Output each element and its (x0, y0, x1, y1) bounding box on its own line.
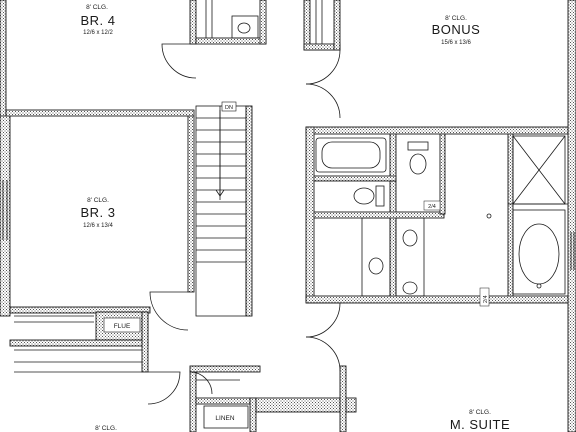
wall-linen-left (189, 369, 197, 432)
door-swing-lower-hall (189, 371, 213, 395)
flue-label: FLUE (114, 323, 131, 330)
stair-direction: DN (225, 105, 233, 111)
hall-tub (315, 137, 387, 173)
bottom-left-ceiling: 8' CLG. (95, 425, 117, 432)
br4-dims: 12/6 x 12/2 (83, 30, 113, 36)
upper-vanity (231, 15, 259, 39)
soaking-tub (512, 209, 566, 295)
wall-upper-closet-left (303, 0, 311, 51)
wall-lower-left-top (9, 339, 149, 347)
wall-msuite-top (255, 397, 357, 413)
wall-bonus-left-upper (333, 0, 341, 51)
wall-shower-left (507, 133, 514, 297)
door-swing-bonus2 (305, 83, 341, 119)
stair-run (195, 105, 247, 317)
wall-wc-right (439, 133, 446, 215)
wall-lower-hall-left (189, 365, 261, 373)
stair-arrow (215, 110, 225, 197)
wall-left-exterior-br3 (0, 115, 11, 317)
wall-br3-bottom-left (9, 306, 151, 314)
door-swing-bonus (305, 49, 341, 85)
br3-dims: 12/6 x 13/4 (83, 223, 113, 229)
wall-bath-mid-horiz (313, 211, 445, 219)
wall-br3-top (5, 109, 195, 117)
upper-sink (237, 22, 251, 34)
br4-ceiling: 8' CLG. (86, 4, 108, 11)
wall-bath-top (305, 126, 576, 135)
door-swing-lower-left (147, 371, 181, 405)
br3-ceiling: 8' CLG. (87, 197, 109, 204)
bonus-name: BONUS (432, 22, 481, 37)
wall-bath-bottom (305, 295, 576, 304)
wall-br4-right-upper (189, 0, 197, 45)
wall-tag-a: 2/4 (428, 204, 436, 210)
wall-upper-bath-bottom (195, 37, 267, 45)
room-labels: 8' CLG. BR. 4 12/6 x 12/2 8' CLG. BONUS … (80, 4, 510, 432)
wall-stair-right (245, 105, 253, 317)
hall-vanity (361, 217, 391, 297)
wall-lower-left-vert (141, 311, 149, 373)
linen-shelf-box (203, 405, 249, 429)
master-vanity (395, 217, 425, 297)
wall-lower-hall-right (339, 365, 347, 432)
wall-left-exterior-top (0, 0, 7, 117)
br3-name: BR. 3 (80, 205, 115, 220)
door-swing-br4 (161, 43, 197, 79)
wall-tag-b: 2/4 (483, 295, 489, 303)
wall-br3-right (187, 115, 195, 293)
wall-linen-right (249, 397, 257, 432)
door-swing-bath (305, 302, 341, 338)
msuite-ceiling: 8' CLG. (469, 409, 491, 416)
flue-box (103, 317, 141, 333)
wall-bath-left (305, 126, 315, 303)
br4-name: BR. 4 (80, 13, 115, 28)
wall-upper-bath-right (259, 0, 267, 45)
master-toilet (409, 153, 427, 175)
wall-tag-a-box (423, 200, 441, 211)
stair-direction-box (221, 101, 237, 112)
linen-label: LINEN (215, 415, 234, 422)
bonus-ceiling: 8' CLG. (445, 15, 467, 22)
msuite-name: M. SUITE (450, 417, 510, 432)
wall-right-exterior (567, 0, 576, 432)
door-swing-br3 (149, 291, 189, 331)
wall-linen-top (195, 397, 257, 405)
wall-toilet-divider (313, 175, 397, 182)
hall-toilet (353, 187, 375, 205)
bonus-dims: 15/6 x 13/6 (441, 40, 471, 46)
door-swing-msuite (305, 336, 341, 372)
wall-tag-b-box (479, 287, 490, 307)
